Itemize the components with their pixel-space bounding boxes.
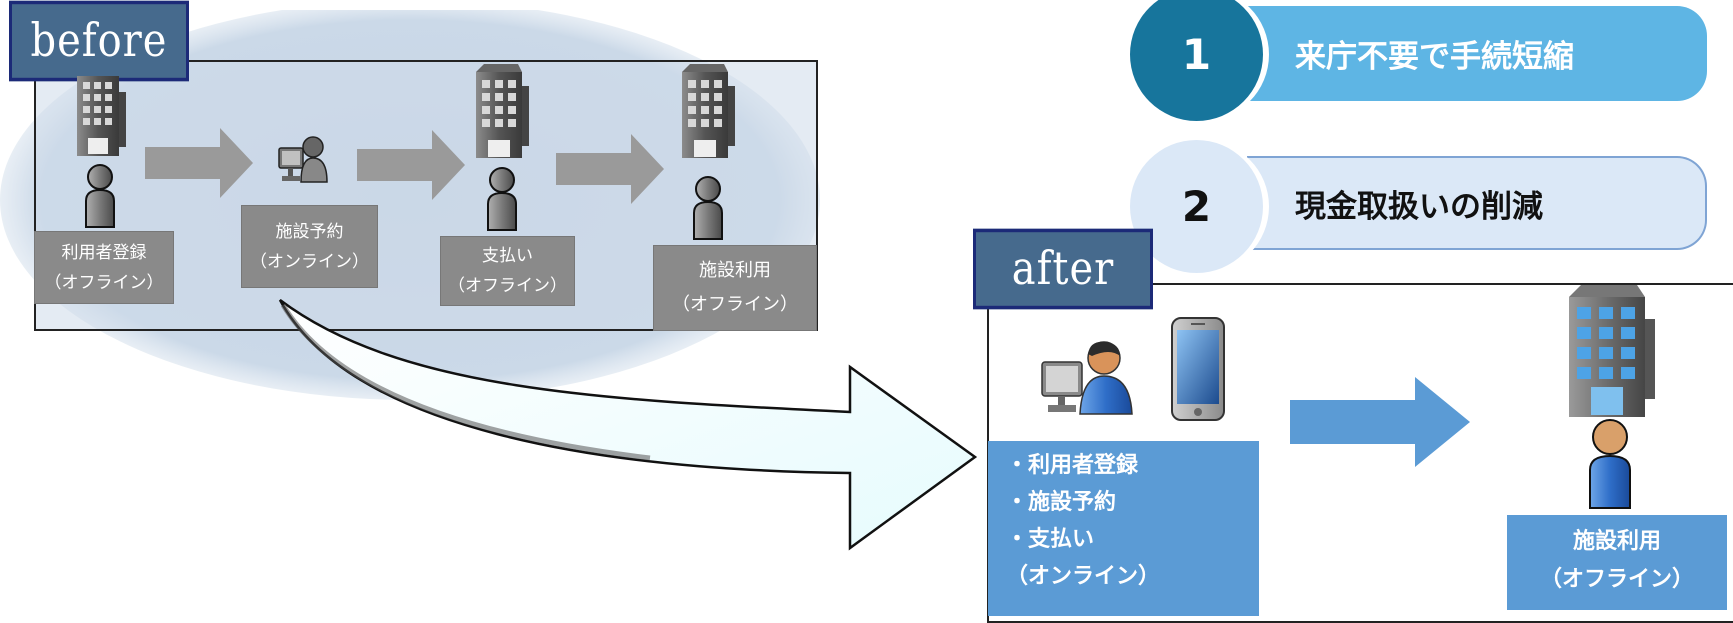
step-mode: （オフライン） <box>44 272 164 293</box>
facility-use-title: 施設利用 <box>1572 529 1661 554</box>
facility-use-mode: （オフライン） <box>1539 567 1694 592</box>
step-mode: （オフライン） <box>672 294 798 315</box>
benefit-label: 来庁不要で手続短縮 <box>1295 39 1574 75</box>
online-mode-label: （オンライン） <box>1006 564 1161 589</box>
smartphone-icon <box>1170 316 1228 424</box>
benefit-number: 1 <box>1181 30 1212 79</box>
facility-use-box: 施設利用 （オフライン） <box>1507 515 1727 610</box>
step-title: 施設予約 <box>275 221 344 242</box>
transition-arrow <box>278 298 978 551</box>
step-mode: （オンライン） <box>250 251 369 272</box>
benefit-1-badge: 1 <box>1130 0 1263 121</box>
online-step-registration: ・利用者登録 <box>1006 453 1139 478</box>
step-facility-use-box: 施設利用 （オフライン） <box>653 245 817 331</box>
online-step-reservation: ・施設予約 <box>1006 490 1117 515</box>
benefit-2-pill: 現金取扱いの削減 <box>1247 156 1707 250</box>
benefit-number: 2 <box>1181 182 1212 231</box>
step-title: 施設利用 <box>699 260 771 281</box>
building-icon <box>474 62 530 160</box>
arrow-icon <box>145 128 255 198</box>
step-payment-box: 支払い （オフライン） <box>440 236 575 306</box>
online-steps-box: ・利用者登録 ・施設予約 ・支払い （オンライン） <box>988 441 1259 616</box>
building-icon <box>1567 283 1657 418</box>
building-icon <box>75 72 127 157</box>
computer-user-icon <box>1040 338 1136 418</box>
person-icon <box>80 163 120 229</box>
step-title: 利用者登録 <box>61 242 147 263</box>
step-title: 支払い <box>482 246 533 266</box>
benefit-1-pill: 来庁不要で手続短縮 <box>1247 6 1707 101</box>
step-registration-box: 利用者登録 （オフライン） <box>34 231 174 304</box>
arrow-icon <box>556 134 666 204</box>
person-icon <box>688 175 728 241</box>
before-tag: before <box>9 0 189 82</box>
person-icon <box>482 166 522 232</box>
online-step-payment: ・支払い <box>1006 527 1095 552</box>
step-mode: （オフライン） <box>448 276 567 296</box>
building-icon <box>680 62 736 160</box>
person-icon <box>1583 418 1637 510</box>
step-reservation-box: 施設予約 （オンライン） <box>241 205 378 288</box>
computer-user-icon <box>277 134 333 186</box>
arrow-icon <box>1290 377 1475 467</box>
arrow-icon <box>357 130 467 200</box>
benefit-label: 現金取扱いの削減 <box>1295 188 1543 225</box>
after-tag: after <box>973 228 1153 310</box>
